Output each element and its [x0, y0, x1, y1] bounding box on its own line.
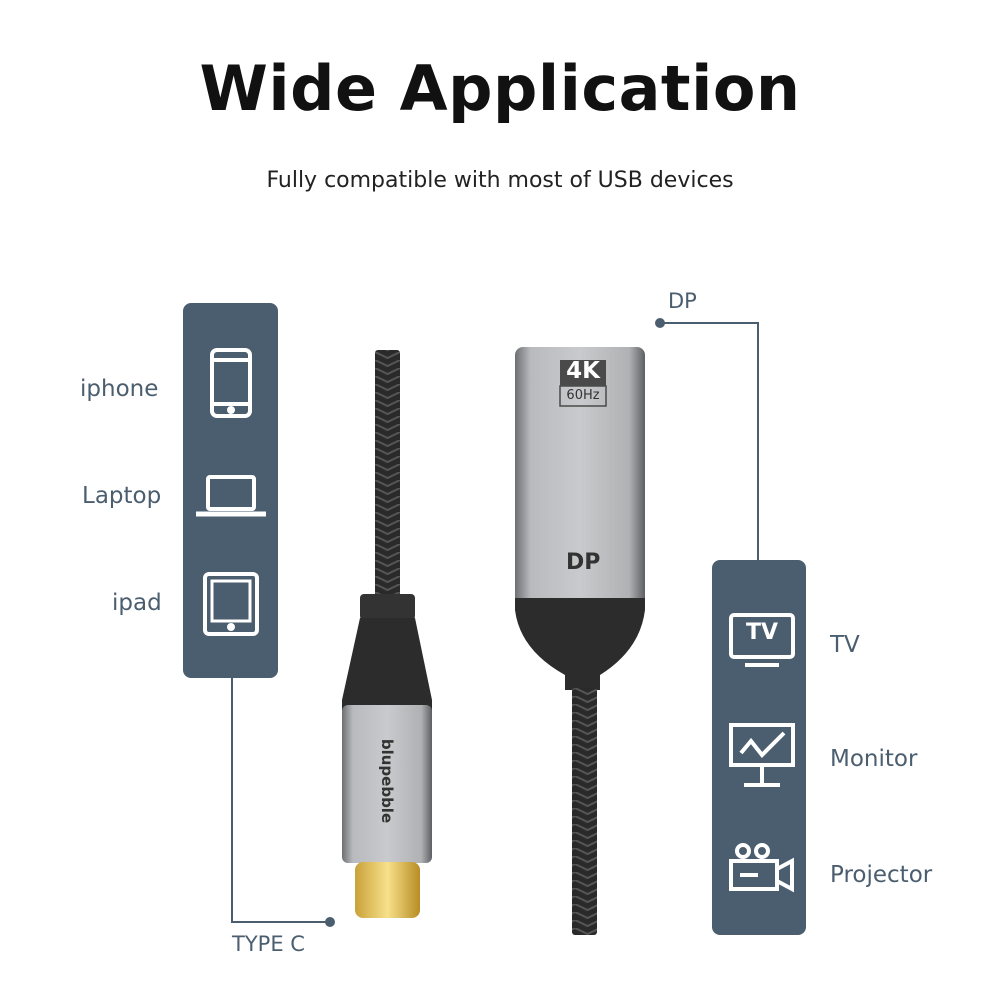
brand-name: blupebble [378, 738, 396, 824]
type-c-leader-line [231, 678, 335, 927]
device-label-laptop: Laptop [82, 483, 162, 509]
type-c-cable [342, 350, 432, 918]
dp-logo: DP [566, 550, 601, 575]
page-title: Wide Application [199, 52, 801, 125]
tablet-icon [203, 572, 259, 636]
monitor-icon [729, 723, 795, 787]
device-label-ipad: ipad [112, 590, 162, 616]
4k-badge: 4K [566, 358, 600, 384]
device-label-monitor: Monitor [830, 746, 918, 772]
dp-label: DP [668, 289, 697, 313]
device-label-tv: TV [830, 632, 860, 658]
subtitle: Fully compatible with most of USB device… [266, 168, 734, 193]
tv-icon [729, 613, 795, 667]
device-label-projector: Projector [830, 862, 933, 888]
displayport-adapter [515, 347, 645, 935]
display-devices-panel [712, 560, 806, 935]
smartphone-icon [210, 348, 252, 418]
laptop-icon [196, 475, 266, 517]
device-label-iphone: iphone [80, 376, 159, 402]
projector-icon [729, 843, 794, 893]
tv-icon-text: TV [745, 620, 779, 645]
60hz-badge: 60Hz [566, 388, 600, 403]
type-c-label: TYPE C [232, 932, 305, 956]
dp-leader-line [655, 318, 759, 560]
